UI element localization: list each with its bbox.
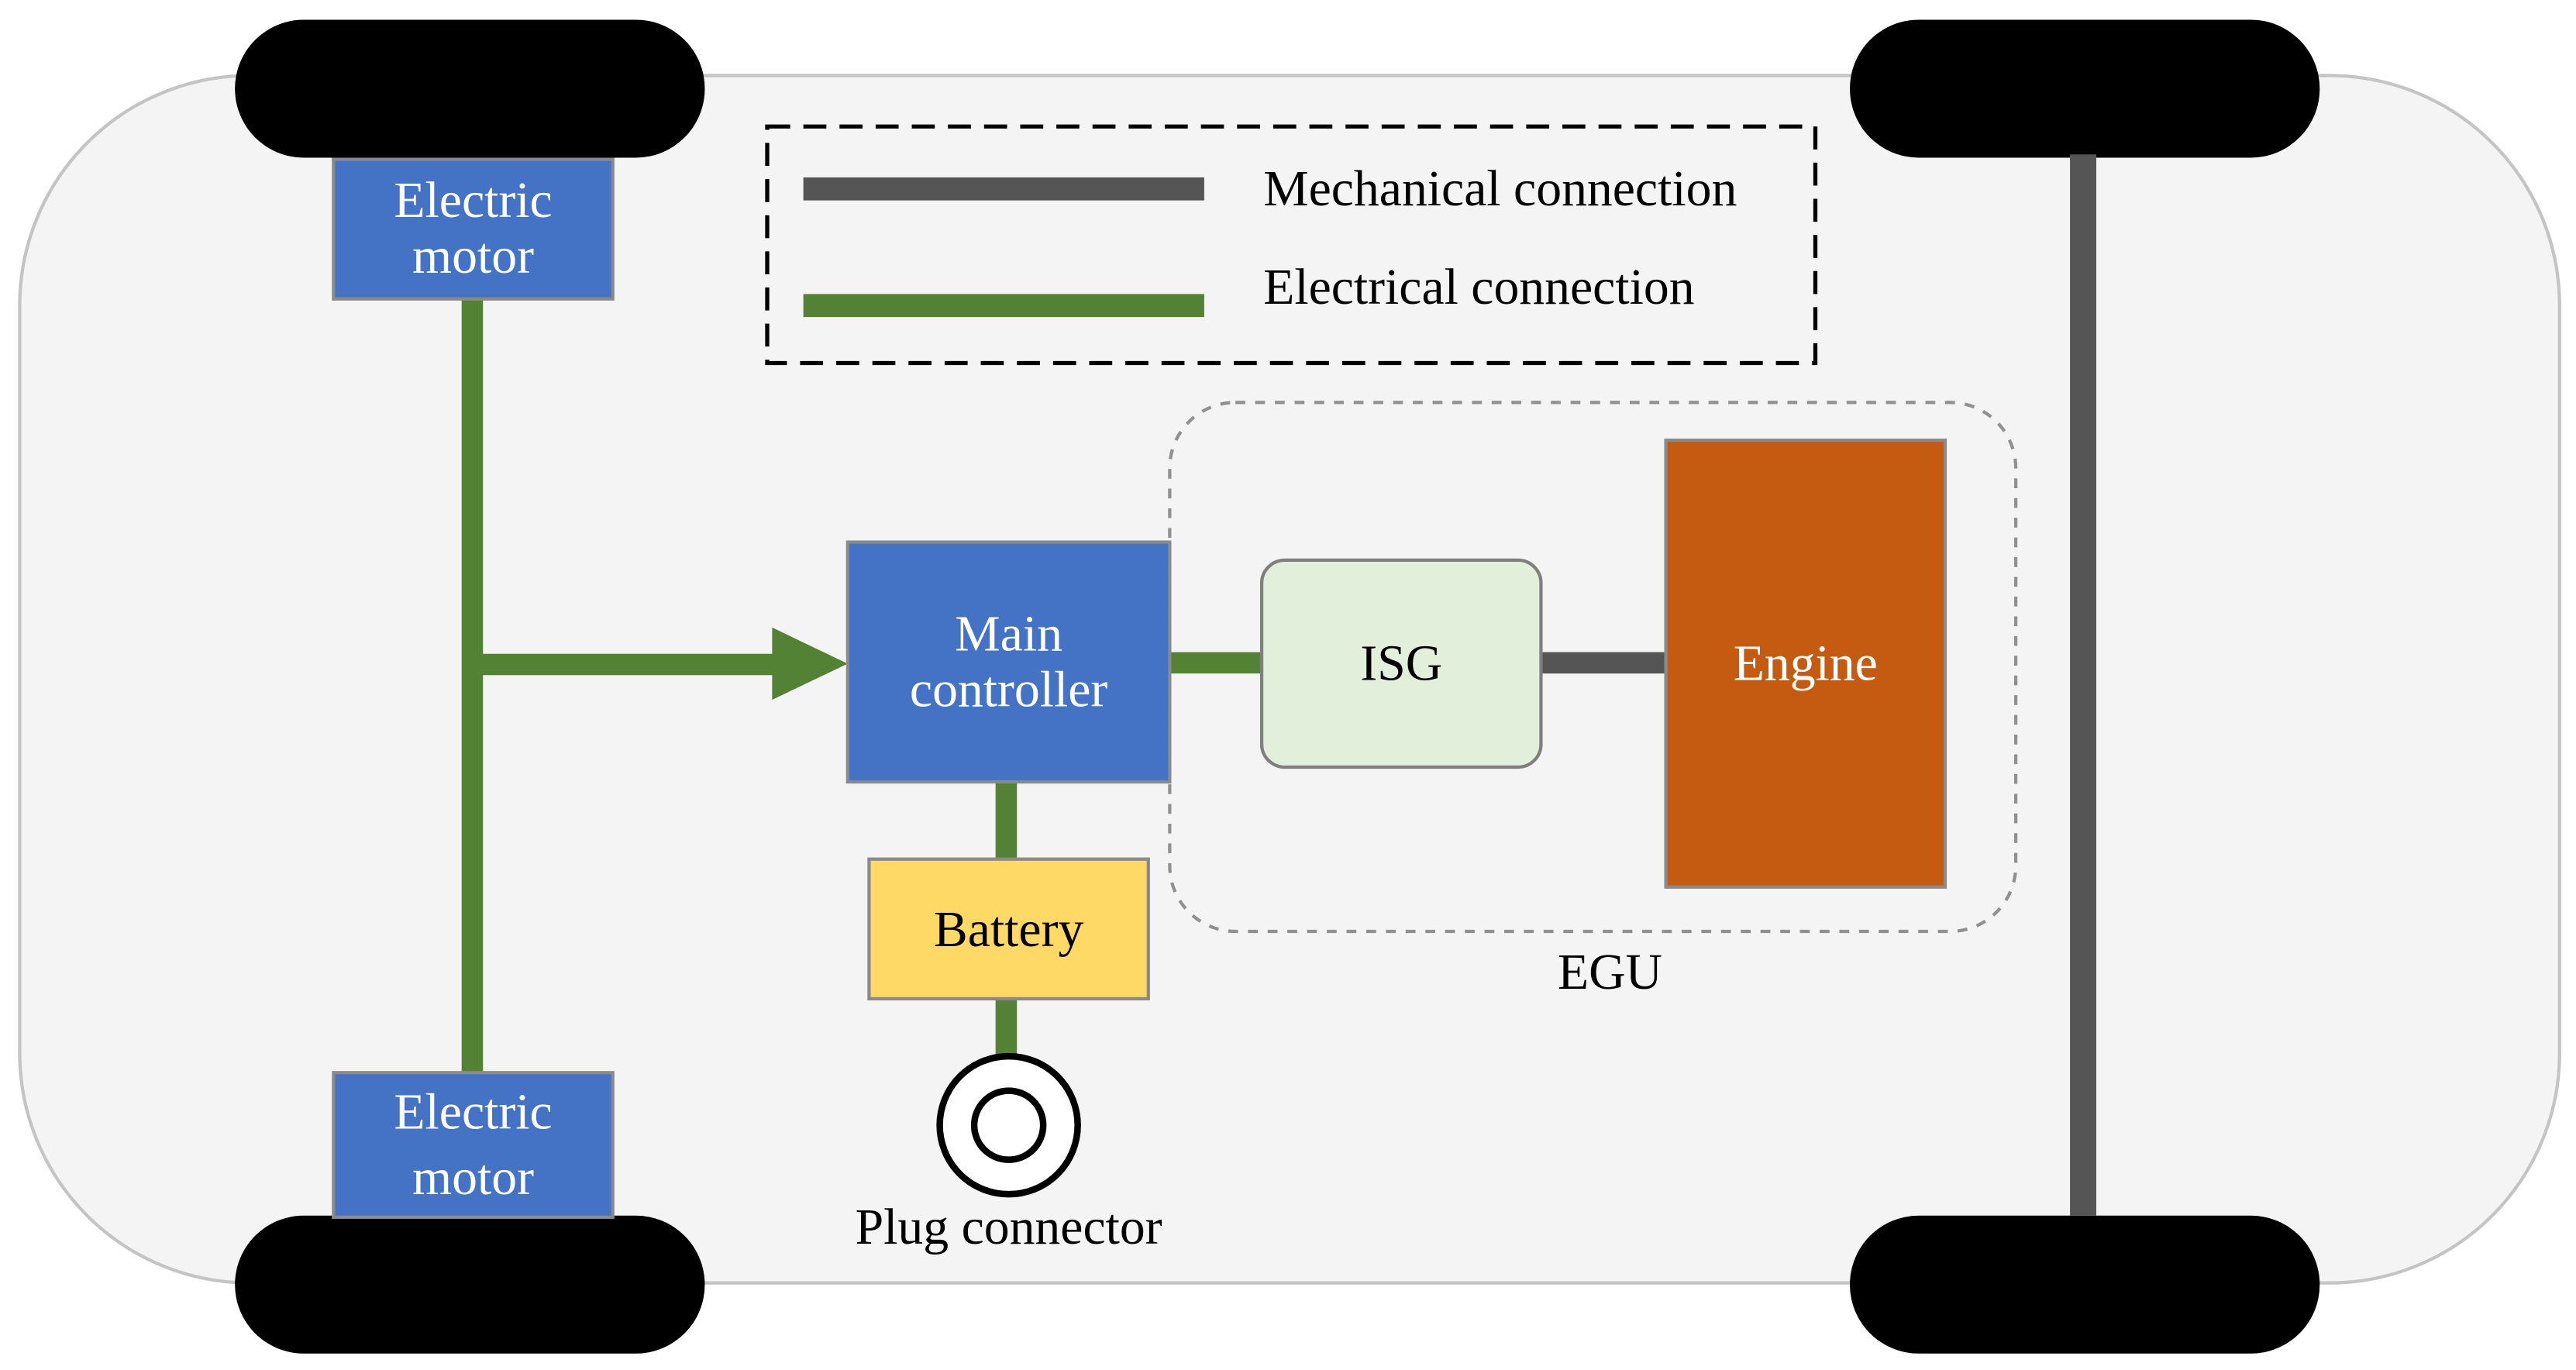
main-controller-line1: Main [955, 605, 1062, 662]
battery: Battery [867, 857, 1150, 1001]
legend-electrical-swatch [803, 294, 1204, 318]
legend: Mechanical connection Electrical connect… [765, 124, 1818, 366]
controller-battery-electrical [995, 780, 1018, 862]
legend-mechanical-swatch [803, 177, 1204, 201]
main-controller-box [845, 540, 1172, 784]
wheel-rear-top [1850, 19, 2320, 158]
battery-box [867, 857, 1150, 1001]
engine: Engine [1664, 439, 1947, 889]
electrical-bus-vertical [461, 297, 484, 1075]
main-controller: Main controller [845, 540, 1172, 784]
wheel-rear-bottom [1850, 1215, 2320, 1354]
legend-electrical-label: Electrical connection [1263, 259, 1694, 315]
electric-motor-front-line1: Electric [394, 172, 552, 229]
electric-motor-rear-box [332, 1071, 615, 1219]
electric-motor-rear-line1: Electric [394, 1083, 552, 1140]
controller-isg-electrical [1169, 652, 1266, 674]
wheel-front-bottom [235, 1215, 705, 1354]
main-controller-line2: controller [910, 662, 1108, 718]
isg-engine-mechanical [1541, 652, 1666, 674]
legend-border [765, 124, 1818, 366]
engine-label: Engine [1734, 635, 1878, 692]
battery-plug-electrical [995, 997, 1018, 1057]
electrical-bus-horizontal [471, 653, 780, 676]
plug-connector-inner-ring [970, 1087, 1047, 1163]
electric-motor-rear: Electric motor [332, 1071, 615, 1219]
electric-motor-front: Electric motor [332, 157, 615, 301]
battery-label: Battery [934, 901, 1084, 958]
engine-box [1664, 439, 1947, 889]
isg-box [1259, 558, 1543, 769]
isg: ISG [1259, 558, 1543, 769]
egu-label: EGU [1558, 944, 1662, 1000]
plug-connector-label: Plug connector [856, 1199, 1162, 1255]
wheel-front-top [235, 19, 705, 158]
electrical-arrowhead [772, 627, 848, 700]
rear-axle-mechanical [2070, 154, 2096, 1216]
isg-label: ISG [1360, 635, 1442, 692]
electric-motor-front-box [332, 157, 615, 301]
electric-motor-rear-line2: motor [412, 1149, 534, 1206]
legend-mechanical-label: Mechanical connection [1263, 160, 1737, 217]
electric-motor-front-line2: motor [412, 228, 534, 284]
plug-connector: Plug connector [856, 1052, 1162, 1255]
